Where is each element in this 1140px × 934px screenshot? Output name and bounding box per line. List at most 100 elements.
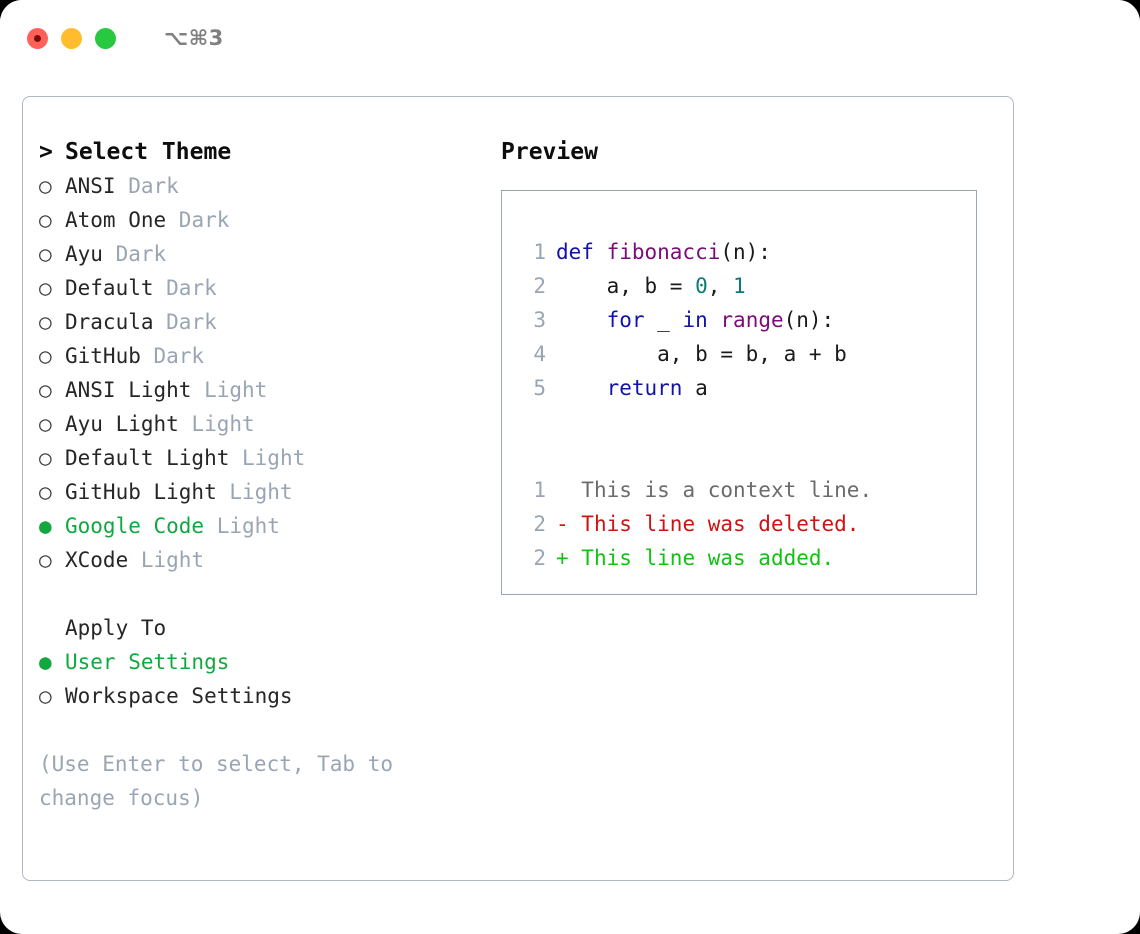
diff-line-ctx: 1 This is a context line. bbox=[502, 473, 976, 507]
theme-option-tag: Light bbox=[216, 480, 293, 504]
code-token-plain: (n): bbox=[783, 308, 835, 332]
apply-to-option-label: User Settings bbox=[65, 650, 230, 674]
radio-unselected-icon: ○ bbox=[39, 276, 52, 300]
code-token-plain bbox=[556, 376, 607, 400]
code-token-plain: (n): bbox=[720, 240, 771, 264]
theme-option-ayu[interactable]: ○ Ayu Dark bbox=[39, 237, 479, 271]
code-line-content: for _ in range(n): bbox=[546, 303, 835, 337]
diff-sample-block: 1 This is a context line.2- This line wa… bbox=[502, 473, 976, 575]
window-titlebar: ⌥⌘3 bbox=[0, 0, 1140, 76]
diff-line-content: This is a context line. bbox=[546, 473, 872, 507]
theme-option-atom-one[interactable]: ○ Atom One Dark bbox=[39, 203, 479, 237]
radio-unselected-icon: ○ bbox=[39, 446, 52, 470]
code-line: 3 for _ in range(n): bbox=[502, 303, 976, 337]
code-token-plain bbox=[556, 308, 607, 332]
code-token-plain: _ bbox=[644, 308, 683, 332]
theme-option-label: Dracula bbox=[65, 310, 154, 334]
apply-to-option-workspace-settings[interactable]: ○Workspace Settings bbox=[39, 679, 479, 713]
diff-line-number: 1 bbox=[533, 478, 546, 502]
code-token-kw: def bbox=[556, 240, 607, 264]
code-line-number: 1 bbox=[533, 240, 546, 264]
theme-selection-column: >Select Theme ○ANSI Dark○Atom One Dark○A… bbox=[39, 135, 479, 815]
code-token-num: 1 bbox=[733, 274, 746, 298]
keyboard-hint-text: (Use Enter to select, Tab to change focu… bbox=[39, 752, 394, 810]
theme-option-label: Ayu bbox=[65, 242, 103, 266]
theme-option-label: Google Code bbox=[65, 514, 205, 538]
radio-selected-icon: ● bbox=[39, 650, 52, 674]
theme-option-tag: Dark bbox=[153, 276, 217, 300]
diff-line-content: - This line was deleted. bbox=[546, 507, 859, 541]
minimize-window-button[interactable] bbox=[61, 27, 82, 49]
code-token-fn: range bbox=[720, 308, 784, 332]
diff-line-text: This is a context line. bbox=[581, 478, 873, 502]
theme-option-label: ANSI Light bbox=[65, 378, 192, 402]
code-line: 5 return a bbox=[502, 371, 976, 405]
theme-option-tag: Dark bbox=[140, 344, 205, 368]
select-theme-heading-label: Select Theme bbox=[65, 139, 232, 165]
radio-unselected-icon: ○ bbox=[39, 310, 52, 334]
code-token-kw: for bbox=[606, 308, 645, 332]
theme-option-github-light[interactable]: ○GitHub Light Light bbox=[39, 475, 479, 509]
code-line-content: def fibonacci(n): bbox=[546, 235, 771, 269]
theme-option-tag: Light bbox=[229, 446, 306, 470]
theme-option-github[interactable]: ○GitHub Dark bbox=[39, 339, 479, 373]
code-line-number: 5 bbox=[533, 376, 546, 400]
theme-option-label: GitHub Light bbox=[65, 480, 217, 504]
diff-line-number: 2 bbox=[533, 546, 546, 570]
maximize-window-button[interactable] bbox=[95, 27, 116, 49]
theme-option-tag: Dark bbox=[115, 174, 179, 198]
theme-option-default[interactable]: ○Default Dark bbox=[39, 271, 479, 305]
code-line-content: a, b = b, a + b bbox=[546, 337, 847, 371]
code-blank-spacer bbox=[502, 405, 976, 439]
theme-option-xcode[interactable]: ○XCode Light bbox=[39, 543, 479, 577]
code-token-num: 0 bbox=[695, 274, 708, 298]
radio-unselected-icon: ○ bbox=[39, 242, 52, 266]
radio-unselected-icon: ○ bbox=[39, 208, 52, 232]
close-window-button[interactable] bbox=[27, 27, 48, 49]
diff-line-del: 2- This line was deleted. bbox=[502, 507, 976, 541]
code-line-number: 4 bbox=[533, 342, 546, 366]
theme-option-default-light[interactable]: ○Default Light Light bbox=[39, 441, 479, 475]
code-line: 4 a, b = b, a + b bbox=[502, 337, 976, 371]
apply-to-option-user-settings[interactable]: ● User Settings bbox=[39, 645, 479, 679]
code-token-plain: a, b = b, a + b bbox=[556, 342, 847, 366]
theme-option-ayu-light[interactable]: ○Ayu Light Light bbox=[39, 407, 479, 441]
radio-unselected-icon: ○ bbox=[39, 412, 52, 436]
theme-option-label: Atom One bbox=[65, 208, 167, 232]
theme-option-google-code[interactable]: ● Google Code Light bbox=[39, 509, 479, 543]
diff-line-number: 2 bbox=[533, 512, 546, 536]
diff-marker-ctx bbox=[556, 478, 581, 502]
theme-option-tag: Light bbox=[204, 514, 280, 538]
theme-option-tag: Dark bbox=[102, 242, 167, 266]
select-theme-heading: > Select Theme bbox=[39, 135, 479, 169]
radio-unselected-icon: ○ bbox=[39, 378, 52, 402]
radio-selected-icon: ● bbox=[39, 514, 52, 538]
theme-option-tag: Light bbox=[191, 378, 268, 402]
code-token-plain: a bbox=[682, 376, 708, 400]
theme-option-ansi-light[interactable]: ○ ANSI Light Light bbox=[39, 373, 479, 407]
theme-option-ansi[interactable]: ○ANSI Dark bbox=[39, 169, 479, 203]
theme-option-tag: Dark bbox=[166, 208, 230, 232]
theme-option-tag: Dark bbox=[153, 310, 217, 334]
theme-option-list: ○ANSI Dark○Atom One Dark○Ayu Dark○Defaul… bbox=[39, 169, 479, 577]
code-blank-spacer-2 bbox=[502, 439, 976, 473]
code-line-number: 2 bbox=[533, 274, 546, 298]
radio-unselected-icon: ○ bbox=[39, 548, 52, 572]
apply-to-option-label: Workspace Settings bbox=[65, 684, 293, 708]
code-token-plain: , bbox=[707, 274, 734, 298]
prompt-caret-icon: > bbox=[39, 139, 53, 165]
apply-to-heading: Apply To bbox=[65, 616, 167, 640]
code-token-plain bbox=[708, 308, 721, 332]
theme-option-dracula[interactable]: ○ Dracula Dark bbox=[39, 305, 479, 339]
code-token-plain: a, b = bbox=[556, 274, 696, 298]
diff-line-add: 2+ This line was added. bbox=[502, 541, 976, 575]
diff-line-text: This line was added. bbox=[581, 546, 835, 570]
preview-heading: Preview bbox=[501, 139, 598, 165]
window-title: ⌥⌘3 bbox=[164, 26, 224, 50]
radio-unselected-icon: ○ bbox=[39, 344, 52, 368]
